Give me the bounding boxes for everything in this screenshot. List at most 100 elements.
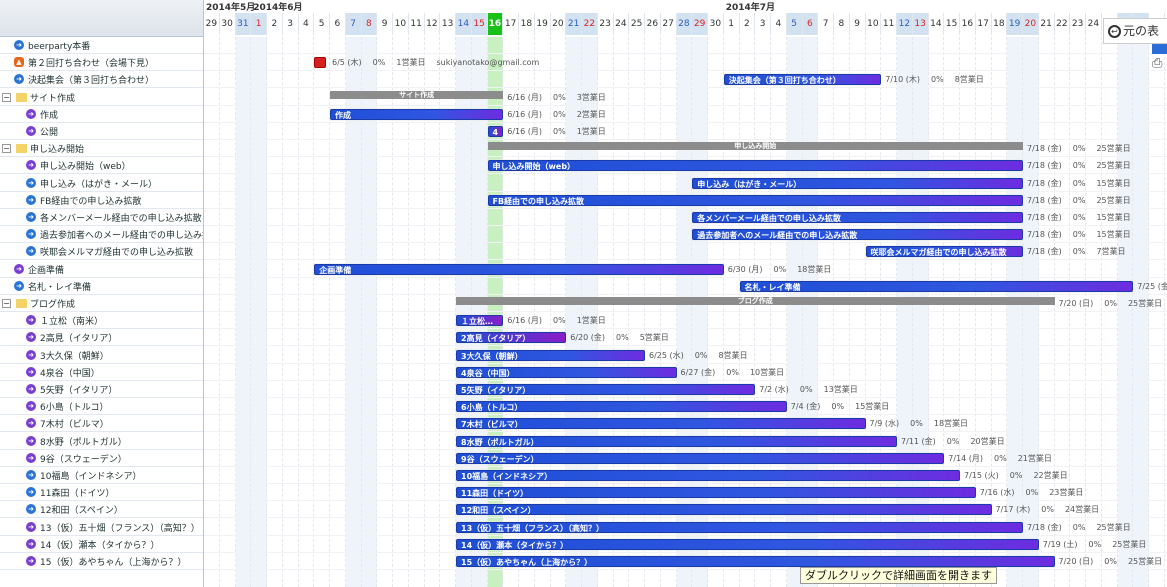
gantt-row[interactable]: [204, 329, 1167, 347]
day-cell[interactable]: 9: [377, 13, 393, 35]
day-cell[interactable]: 31: [235, 13, 252, 35]
gantt-row[interactable]: [204, 312, 1167, 330]
gantt-row[interactable]: [204, 347, 1167, 364]
task-bar[interactable]: 11森田（ドイツ）: [456, 487, 976, 499]
day-cell[interactable]: 7: [818, 13, 834, 35]
day-cell[interactable]: 16: [487, 13, 504, 35]
task-bar[interactable]: 企画準備: [314, 263, 724, 275]
task-tree-row[interactable]: ▲第２回打ち合わせ（会場下見）: [0, 54, 203, 72]
day-cell[interactable]: 11: [881, 13, 897, 35]
task-bar[interactable]: 申し込み（はがき・メール）: [692, 177, 1023, 189]
gantt-row[interactable]: [204, 381, 1167, 398]
day-cell[interactable]: 13: [440, 13, 456, 35]
day-cell[interactable]: 18: [992, 13, 1008, 35]
gantt-row[interactable]: [204, 71, 1167, 89]
task-tree-row[interactable]: ➜決起集会（第３回打ち合わせ）: [0, 71, 203, 89]
day-cell[interactable]: 1: [724, 13, 740, 35]
collapse-toggle-icon[interactable]: −: [2, 92, 11, 102]
task-bar[interactable]: 過去参加者へのメール経由での申し込み拡散: [692, 229, 1023, 241]
task-tree-row[interactable]: ➜7木村（ビルマ）: [0, 415, 203, 433]
day-cell[interactable]: 4: [771, 13, 787, 35]
day-cell[interactable]: 17: [976, 13, 992, 35]
day-cell[interactable]: 13: [912, 13, 929, 35]
summary-bar[interactable]: ブログ作成: [456, 297, 1055, 305]
gantt-row[interactable]: [204, 140, 1167, 158]
task-tree-row[interactable]: ➜15（仮）あやちゃん（上海から？）: [0, 553, 203, 570]
day-cell[interactable]: 25: [629, 13, 645, 35]
day-cell[interactable]: 29: [692, 13, 708, 35]
day-cell[interactable]: 18: [519, 13, 535, 35]
day-cell[interactable]: 30: [708, 13, 724, 35]
task-tree-row[interactable]: ➜企画準備: [0, 261, 203, 278]
gantt-row[interactable]: [204, 106, 1167, 123]
day-cell[interactable]: 6: [330, 13, 346, 35]
gantt-row[interactable]: [204, 484, 1167, 502]
gantt-row[interactable]: [204, 433, 1167, 450]
print-icon[interactable]: ⎙: [1152, 56, 1163, 71]
task-bar[interactable]: 2高見（イタリア）: [456, 332, 567, 344]
task-bar[interactable]: 作成: [330, 108, 504, 120]
task-tree-row[interactable]: ➜2高見（イタリア）: [0, 329, 203, 347]
day-cell[interactable]: 14: [929, 13, 945, 35]
gantt-row[interactable]: [204, 398, 1167, 416]
gantt-row[interactable]: [204, 278, 1167, 295]
task-tree-row[interactable]: ➜5矢野（イタリア）: [0, 381, 203, 398]
task-bar[interactable]: 13（仮）五十畑（フランス）（高知？）: [456, 521, 1023, 533]
gantt-row[interactable]: [204, 226, 1167, 244]
gantt-row[interactable]: [204, 364, 1167, 381]
day-cell[interactable]: 8: [834, 13, 850, 35]
task-tree-row[interactable]: ➜8水野（ポルトガル）: [0, 433, 203, 450]
day-cell[interactable]: 9: [850, 13, 866, 35]
task-bar[interactable]: １立松…: [456, 315, 504, 327]
task-tree-row[interactable]: ➜10福島（インドネシア）: [0, 467, 203, 484]
day-cell[interactable]: 11: [409, 13, 425, 35]
day-cell[interactable]: 21: [566, 13, 582, 35]
task-tree-row[interactable]: ➜過去参加者へのメール経由での申し込み拡: [0, 226, 203, 244]
task-bar[interactable]: 8水野（ポルトガル）: [456, 435, 897, 447]
day-cell[interactable]: 17: [503, 13, 519, 35]
task-tree-row[interactable]: −サイト作成: [0, 89, 203, 106]
task-tree-row[interactable]: ➜FB経由での申し込み拡散: [0, 192, 203, 209]
task-tree-row[interactable]: ➜3大久保（朝鮮）: [0, 347, 203, 364]
day-cell[interactable]: 10: [393, 13, 409, 35]
day-cell[interactable]: 22: [582, 13, 598, 35]
day-cell[interactable]: 23: [1070, 13, 1086, 35]
day-cell[interactable]: 20: [551, 13, 567, 35]
task-tree-row[interactable]: ➜13（仮）五十畑（フランス）（高知？）: [0, 519, 203, 536]
task-tree-row[interactable]: ➜１立松（南米）: [0, 312, 203, 330]
day-cell[interactable]: 24: [614, 13, 630, 35]
day-cell[interactable]: 12: [897, 13, 913, 35]
gantt-row[interactable]: [204, 450, 1167, 467]
task-bar[interactable]: 4泉谷（中国）: [456, 366, 677, 378]
gantt-row[interactable]: [204, 415, 1167, 433]
task-bar[interactable]: 14（仮）瀬本（タイから？）: [456, 538, 1039, 550]
task-tree-row[interactable]: ➜公開: [0, 123, 203, 140]
day-cell[interactable]: 15: [471, 13, 488, 35]
gantt-row[interactable]: [204, 175, 1167, 192]
task-tree-row[interactable]: ➜名札・レイ準備: [0, 278, 203, 295]
task-bar[interactable]: 15（仮）あやちゃん（上海から？）: [456, 556, 1055, 567]
task-tree-row[interactable]: ➜11森田（ドイツ）: [0, 484, 203, 502]
task-bar[interactable]: 咲耶会メルマガ経由での申し込み拡散: [865, 246, 1023, 258]
day-cell[interactable]: 16: [960, 13, 976, 35]
day-cell[interactable]: 15: [944, 13, 960, 35]
task-bar[interactable]: 4: [487, 126, 504, 137]
day-cell[interactable]: 4: [299, 13, 315, 35]
task-bar[interactable]: FB経由での申し込み拡散: [487, 194, 1023, 206]
day-cell[interactable]: 3: [283, 13, 299, 35]
day-cell[interactable]: 22: [1055, 13, 1071, 35]
task-tree-row[interactable]: ➜6小島（トルコ）: [0, 398, 203, 416]
day-cell[interactable]: 3: [755, 13, 771, 35]
task-tree-row[interactable]: ➜申し込み（はがき・メール）: [0, 175, 203, 192]
task-tree-row[interactable]: ➜14（仮）瀬本（タイから？）: [0, 536, 203, 553]
day-cell[interactable]: 30: [220, 13, 236, 35]
gantt-row[interactable]: [204, 519, 1167, 536]
gantt-row[interactable]: [204, 209, 1167, 226]
task-tree-row[interactable]: ➜beerparty本番: [0, 37, 203, 54]
day-cell[interactable]: 19: [1007, 13, 1023, 35]
task-bar[interactable]: 名札・レイ準備: [739, 280, 1134, 292]
day-cell[interactable]: 12: [425, 13, 441, 35]
gantt-row[interactable]: [204, 295, 1167, 312]
day-cell[interactable]: 5: [786, 13, 803, 35]
